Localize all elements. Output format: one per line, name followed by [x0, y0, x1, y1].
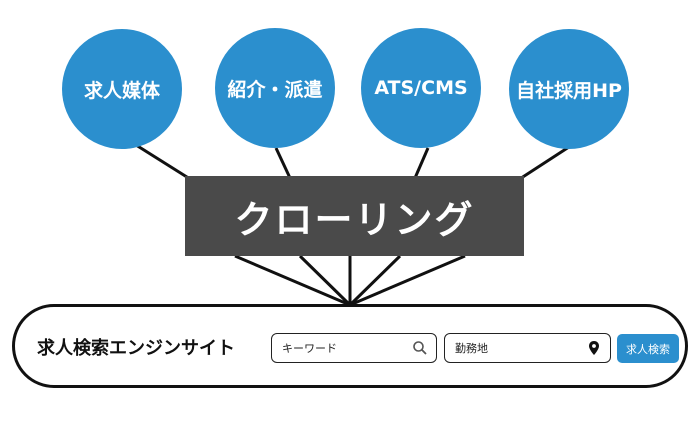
crawling-label: クローリング: [234, 197, 475, 242]
site-title: 求人検索エンジンサイト: [37, 338, 235, 359]
connector-source-2: [274, 147, 292, 179]
source-label: 紹介・派遣: [227, 78, 323, 101]
connector-funnel-5: [349, 254, 466, 307]
keyword-input[interactable]: キーワード: [271, 333, 437, 363]
keyword-placeholder: キーワード: [282, 342, 337, 355]
source-circle-company-site: 自社採用HP: [509, 29, 629, 149]
connector-funnel-1: [234, 254, 351, 307]
connector-source-3: [413, 147, 430, 179]
location-pin-icon: [589, 341, 599, 355]
crawling-box: クローリング: [185, 176, 524, 256]
location-placeholder: 勤務地: [455, 342, 488, 355]
source-label: 自社採用HP: [516, 79, 622, 102]
location-input[interactable]: 勤務地: [444, 333, 611, 363]
job-search-button[interactable]: 求人検索: [617, 334, 679, 363]
source-circle-job-media: 求人媒体: [62, 29, 182, 149]
search-button-label: 求人検索: [626, 342, 670, 356]
search-engine-site-bar: 求人検索エンジンサイト キーワード 勤務地 求人検索: [12, 304, 688, 388]
source-circle-referral-dispatch: 紹介・派遣: [215, 28, 335, 148]
connector-funnel-4: [348, 254, 402, 307]
connector-funnel-2: [298, 254, 352, 307]
source-label: 求人媒体: [83, 79, 160, 102]
source-label: ATS/CMS: [374, 77, 468, 99]
search-icon: [413, 341, 427, 355]
source-circle-ats-cms: ATS/CMS: [361, 28, 481, 148]
